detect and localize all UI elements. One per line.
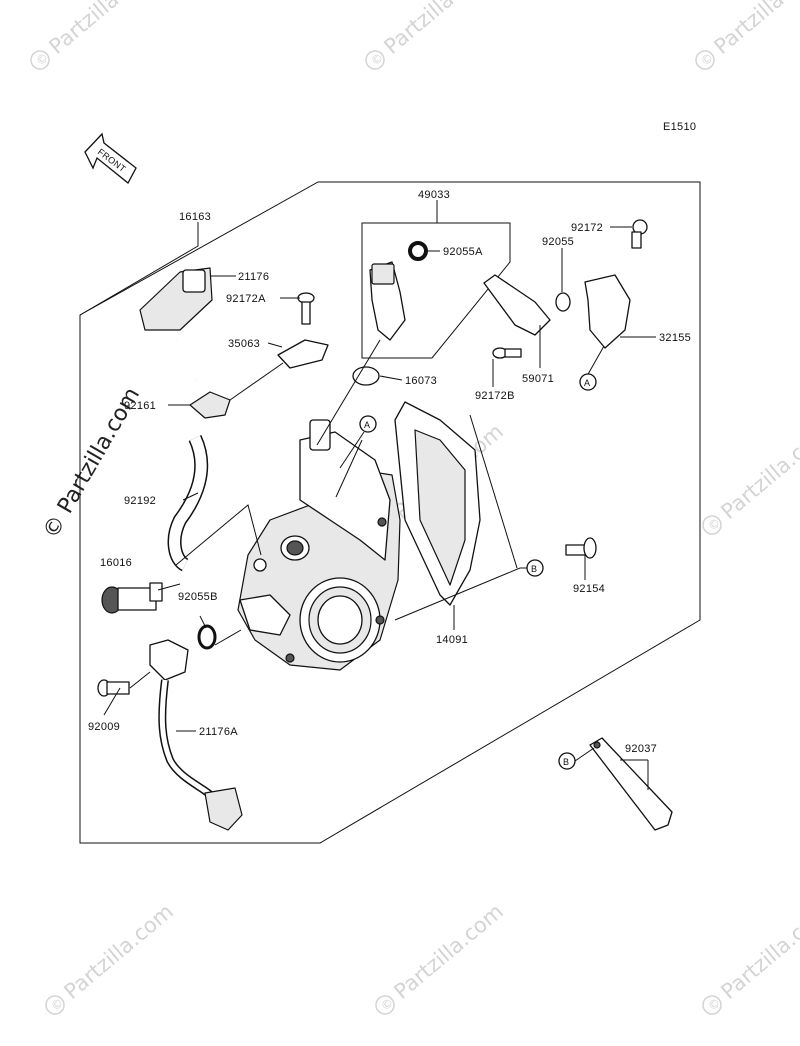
svg-text:A: A [364,420,370,430]
leader-lines [79,200,656,790]
label-92055A: 92055A [443,246,483,258]
label-21176: 21176 [238,271,269,283]
cover-plate [394,401,481,606]
bolt-part [297,292,315,325]
front-arrow-icon: FRONT [84,132,137,184]
label-16073: 16073 [405,375,437,387]
label-21176A: 21176A [199,726,238,738]
ref-circle-b-middle: B [526,559,544,577]
watermark-text: Partzilla.com [380,0,498,59]
label-92172A: 92172A [226,293,266,305]
kit-boundary [79,181,701,844]
label-92055: 92055 [542,236,574,248]
injector-part [352,241,428,386]
svg-text:©: © [698,50,716,68]
bracket-part [277,339,329,369]
svg-text:A: A [584,378,590,388]
label-16016: 16016 [100,557,132,569]
watermark-text: Partzilla.com [717,899,800,1004]
label-59071: 59071 [522,373,554,385]
label-49033: 49033 [418,189,450,201]
o-ring-part [197,624,217,650]
label-35063: 35063 [228,338,260,350]
watermark-text: Partzilla.com [710,0,800,59]
watermark-text: Partzilla.com [717,419,800,524]
watermark-text: Partzilla.com [45,0,163,59]
watermark-text: Partzilla.com [60,899,178,1004]
throttle-sensor-part [139,267,231,419]
throttle-body [237,419,401,671]
svg-text:©: © [33,50,51,68]
sensor-cable-part [97,639,243,831]
svg-text:©: © [48,995,66,1013]
label-92192: 92192 [124,495,156,507]
label-14091: 14091 [436,634,468,646]
label-92172B: 92172B [475,390,515,402]
label-92161: 92161 [124,400,156,412]
svg-text:©: © [378,995,396,1013]
injector-group-bracket [361,222,511,359]
label-92009: 92009 [88,721,120,733]
part-labels: 16163 21176 92172A 35063 92161 92192 160… [88,189,691,755]
svg-text:B: B [563,757,569,767]
bolt-b-part [565,537,597,559]
ref-circle-a-right: A [579,373,597,391]
ref-circle-b-strap: B [558,752,576,770]
idle-screw-part [101,582,163,614]
label-32155: 32155 [659,332,691,344]
diagram-code: E1510 [663,121,696,133]
svg-text:©: © [368,50,386,68]
strap-part [589,737,673,831]
pressure-sensor-part [483,219,648,359]
svg-text:B: B [531,564,537,574]
label-16163: 16163 [179,211,211,223]
label-92154: 92154 [573,583,605,595]
ref-circle-a-top: A [359,415,377,433]
svg-text:©: © [705,515,723,533]
svg-text:©: © [705,995,723,1013]
label-92172: 92172 [571,222,603,234]
label-92055B: 92055B [178,591,218,603]
label-92037: 92037 [625,743,657,755]
watermark-text: Partzilla.com [390,899,508,1004]
